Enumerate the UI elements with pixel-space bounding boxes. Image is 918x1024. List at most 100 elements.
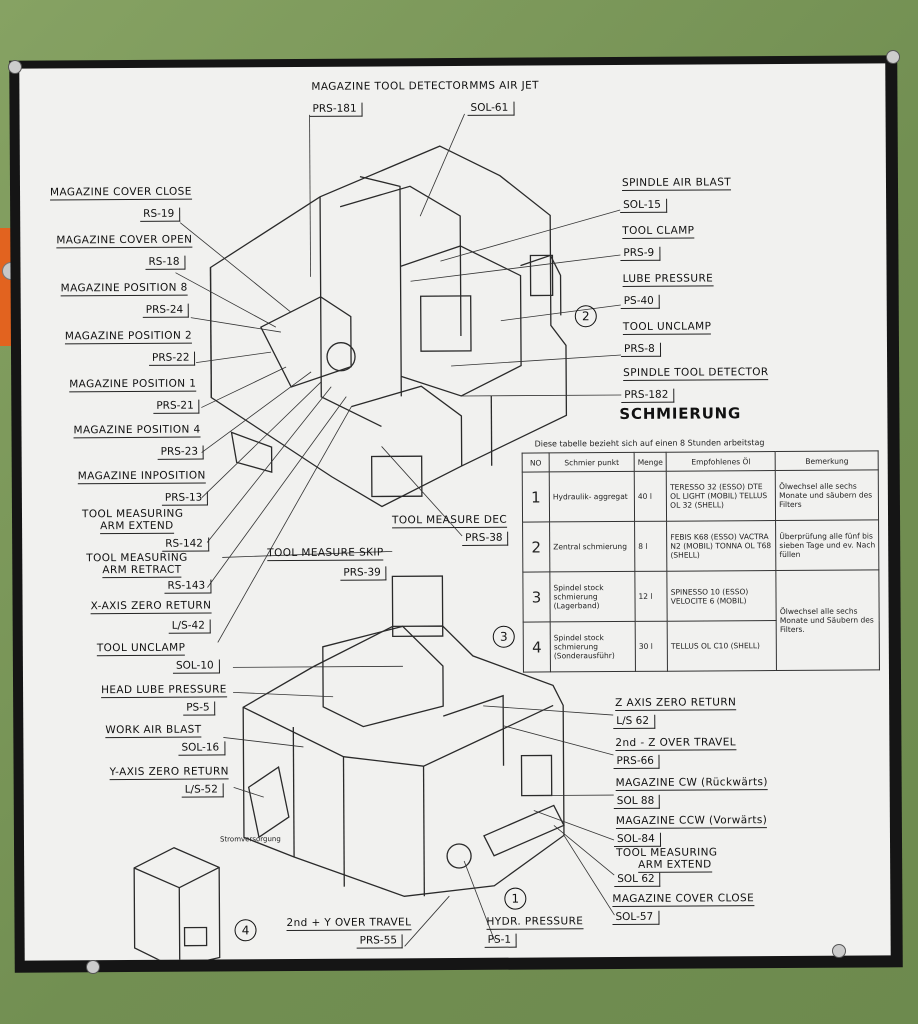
table-header: Empfohlenes Öl	[666, 451, 776, 472]
magazine-cover-close-b-label: MAGAZINE COVER CLOSE	[612, 892, 755, 908]
table-cell: 1	[522, 471, 550, 523]
tool-measure-dec-label: TOOL MEASURE DEC	[392, 513, 508, 529]
magazine-ccw-code: SOL-84	[613, 832, 661, 848]
spindle-tool-detector-label: SPINDLE TOOL DETECTOR	[623, 366, 769, 381]
lubrication-table: NO Schmier punkt Menge Empfohlenes Öl Be…	[522, 450, 881, 673]
tool-measuring-arm-extend-b-label: TOOL MEASURING	[616, 846, 718, 860]
magazine-cover-open-code: RS-18	[145, 255, 186, 270]
tool-measuring-arm-extend-b-code: SOL 62	[614, 872, 661, 888]
table-cell: 12 l	[634, 571, 668, 622]
table-cell: 30 l	[635, 621, 668, 672]
lube-pressure-code: PS-40	[620, 294, 660, 309]
table-cell: 3	[522, 571, 551, 623]
table-header: NO	[522, 452, 550, 473]
magazine-ccw-label: MAGAZINE CCW (Vorwärts)	[615, 814, 768, 830]
table-cell: TERESSO 32 (ESSO) DTE OL LIGHT (MOBIL) T…	[666, 470, 776, 522]
table-cell: FEBIS K68 (ESSO) VACTRA N2 (MOBIL) TONNA…	[666, 520, 777, 572]
tool-measuring-arm-retract-code: RS-143	[164, 579, 212, 594]
magazine-cw-label: MAGAZINE CW (Rückwärts)	[615, 776, 768, 792]
label-plate: MAGAZINE TOOL DETECTOR PRS-181 MMS AIR J…	[9, 55, 903, 973]
table-cell: Zentral schmierung	[549, 521, 635, 572]
y-axis-zero-return-code: L/S-52	[181, 783, 224, 798]
tool-unclamp-code: SOL-10	[172, 659, 220, 674]
table-cell: 8 l	[634, 521, 668, 572]
table-cell: 2	[522, 521, 550, 573]
x-axis-zero-return-label: X-AXIS ZERO RETURN	[90, 599, 212, 615]
magazine-cover-open-label: MAGAZINE COVER OPEN	[56, 233, 193, 249]
tool-measuring-arm-extend-b-label-2: ARM EXTEND	[638, 858, 712, 873]
table-cell: Ölwechsel alle sechs Monate und Säubern …	[776, 569, 880, 671]
callout-4: 4	[234, 919, 257, 942]
screw	[886, 50, 900, 64]
y-axis-zero-return-label: Y-AXIS ZERO RETURN	[109, 765, 229, 781]
magazine-position-1-label: MAGAZINE POSITION 1	[69, 377, 197, 393]
head-lube-pressure-code: PS-5	[183, 701, 216, 716]
tool-unclamp-label: TOOL UNCLAMP	[96, 641, 186, 657]
spindle-air-blast-label: SPINDLE AIR BLAST	[621, 176, 732, 191]
screw	[8, 60, 22, 74]
z-axis-zero-return-code: L/S 62	[613, 714, 656, 730]
tool-measuring-arm-retract-label-2: ARM RETRACT	[102, 563, 182, 579]
magazine-position-8-label: MAGAZINE POSITION 8	[60, 281, 188, 297]
tool-measure-dec-code: PRS-38	[462, 531, 509, 546]
stromversorgung-label: Stromversorgung	[219, 835, 281, 844]
z-over-travel-code: PRS-66	[613, 754, 661, 770]
table-cell: Spindel stock schmierung (Lagerband)	[549, 571, 636, 622]
table-row: 2 Zentral schmierung 8 l FEBIS K68 (ESSO…	[522, 519, 880, 573]
magazine-cover-close-label: MAGAZINE COVER CLOSE	[49, 185, 192, 201]
tool-clamp-label: TOOL CLAMP	[622, 224, 695, 239]
spindle-tool-detector-code: PRS-182	[621, 388, 675, 403]
tool-measure-skip-code: PRS-39	[340, 566, 387, 581]
head-lube-pressure-label: HEAD LUBE PRESSURE	[101, 683, 227, 699]
tool-measuring-arm-retract-label: TOOL MEASURING	[86, 551, 188, 565]
table-cell: Hydraulik- aggregat	[549, 471, 635, 522]
table-cell: Ölwechsel alle sechs Monate und säubern …	[775, 469, 879, 521]
mms-air-jet-code: SOL-61	[467, 101, 515, 116]
table-header: Menge	[634, 452, 667, 472]
magazine-cover-close-code: RS-19	[140, 207, 181, 222]
tool-measuring-arm-extend-code: RS-142	[162, 537, 210, 552]
magazine-inposition-code: PRS-13	[161, 491, 209, 506]
y-over-travel-label: 2nd + Y OVER TRAVEL	[286, 916, 412, 932]
magazine-cover-close-b-code: SOL-57	[612, 910, 660, 926]
spindle-air-blast-code: SOL-15	[620, 198, 667, 213]
schmierung-title: SCHMIERUNG	[619, 404, 742, 423]
hydr-pressure-label: HYDR. PRESSURE	[486, 915, 584, 930]
screw	[86, 960, 100, 974]
z-axis-zero-return-label: Z AXIS ZERO RETURN	[615, 696, 737, 712]
z-over-travel-label: 2nd - Z OVER TRAVEL	[615, 736, 737, 752]
table-cell: TELLUS OL C10 (SHELL)	[667, 620, 777, 672]
magazine-cw-code: SOL 88	[613, 794, 661, 810]
tool-unclamp-top-code: PRS-8	[620, 342, 661, 357]
screw	[832, 944, 846, 958]
lube-pressure-label: LUBE PRESSURE	[622, 272, 714, 287]
magazine-position-4-label: MAGAZINE POSITION 4	[73, 423, 201, 439]
table-cell: 4	[523, 621, 551, 673]
table-cell: Überprüfung alle fünf bis sieben Tage un…	[775, 519, 880, 571]
tool-measuring-arm-extend-label-2: ARM EXTEND	[100, 519, 174, 535]
table-header-row: NO Schmier punkt Menge Empfohlenes Öl Be…	[522, 450, 879, 473]
table-row: 1 Hydraulik- aggregat 40 l TERESSO 32 (E…	[522, 469, 879, 523]
magazine-position-2-label: MAGAZINE POSITION 2	[64, 329, 193, 345]
tool-unclamp-top-label: TOOL UNCLAMP	[622, 320, 712, 335]
magazine-position-2-code: PRS-22	[149, 351, 196, 366]
table-cell: 40 l	[634, 471, 667, 522]
schmierung-subtitle: Diese tabelle bezieht sich auf einen 8 S…	[534, 438, 765, 449]
magazine-position-1-code: PRS-21	[153, 399, 200, 414]
magazine-position-4-code: PRS-23	[157, 445, 205, 460]
magazine-position-8-code: PRS-24	[142, 303, 190, 318]
machine-drawing	[133, 113, 622, 961]
table-cell: SPINESSO 10 (ESSO) VELOCITE 6 (MOBIL)	[667, 570, 777, 622]
callout-2: 2	[574, 305, 597, 328]
table-cell: Spindel stock schmierung (Sonderausführ)	[550, 621, 636, 672]
callout-1: 1	[504, 887, 527, 910]
magazine-tool-detector-code: PRS-181	[309, 102, 363, 117]
tool-measure-skip-label: TOOL MEASURE SKIP	[267, 546, 384, 562]
table-header: Bemerkung	[775, 450, 879, 471]
table-header: Schmier punkt	[549, 452, 635, 472]
magazine-tool-detector-label: MAGAZINE TOOL DETECTOR	[311, 79, 469, 93]
tool-measuring-arm-extend-label: TOOL MEASURING	[81, 507, 184, 521]
magazine-inposition-label: MAGAZINE INPOSITION	[77, 469, 206, 485]
hydr-pressure-code: PS-1	[484, 933, 518, 948]
mms-air-jet-label: MMS AIR JET	[469, 79, 540, 92]
